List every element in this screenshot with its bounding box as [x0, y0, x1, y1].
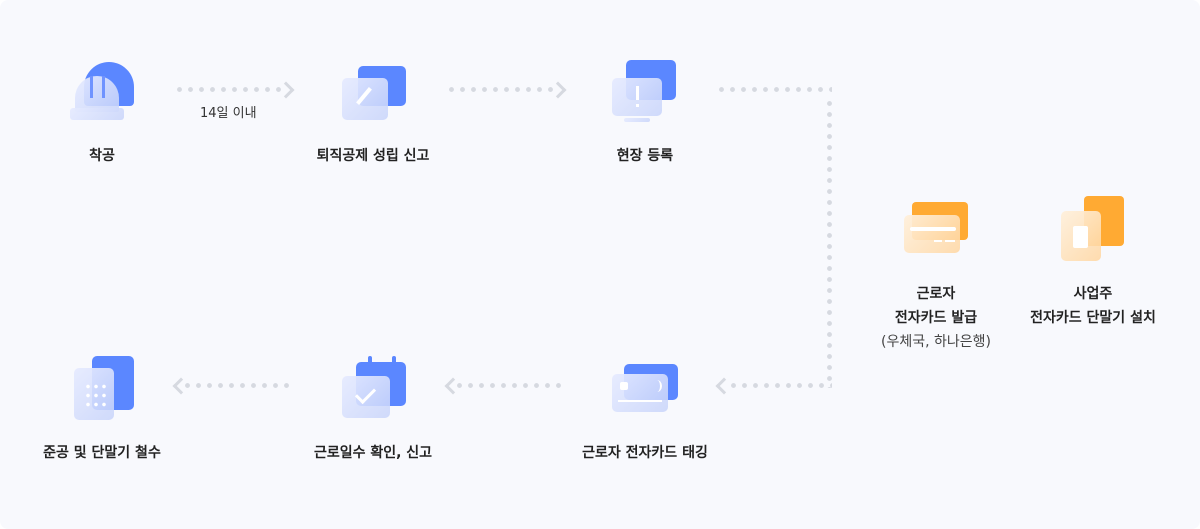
connector-dots	[728, 383, 832, 388]
chevron-left-icon	[172, 377, 190, 395]
step-label-line: 사업주	[1073, 286, 1113, 302]
step-label: 사업주 전자카드 단말기 설치	[973, 282, 1200, 330]
building-icon	[72, 356, 138, 420]
connector-dots	[182, 383, 292, 388]
step-label: 근로일수 확인, 신고	[313, 445, 433, 461]
step-label-line: 근로자	[916, 286, 956, 302]
card-icon	[904, 202, 970, 254]
connector-dots-vertical	[827, 98, 832, 388]
step-label: 현장 등록	[616, 148, 674, 164]
step-label: 근로자 전자카드 발급 (우체국, 하나은행)	[816, 282, 1056, 354]
card-tag-icon	[612, 362, 678, 414]
connector-note: 14일 이내	[200, 106, 257, 121]
step-label: 근로자 전자카드 태깅	[582, 445, 708, 461]
step-label-line: 전자카드 단말기 설치	[1030, 310, 1156, 326]
connector-dots	[446, 87, 556, 92]
terminal-icon	[1060, 196, 1126, 262]
step-label: 준공 및 단말기 철수	[43, 445, 161, 461]
monitor-alert-icon	[612, 60, 678, 124]
folder-edit-icon	[342, 62, 408, 122]
step-label: 착공	[89, 148, 115, 164]
calendar-check-icon	[342, 356, 408, 420]
connector-dots	[454, 383, 564, 388]
step-label-line: 전자카드 발급	[894, 310, 978, 326]
chevron-left-icon	[715, 377, 733, 395]
connector-dots	[716, 87, 832, 92]
step-label-note: (우체국, 하나은행)	[881, 334, 991, 350]
step-label: 퇴직공제 성립 신고	[316, 148, 430, 164]
chevron-left-icon	[444, 377, 462, 395]
helmet-icon	[70, 62, 136, 122]
connector-dots	[174, 87, 284, 92]
chevron-right-icon	[549, 81, 567, 99]
chevron-right-icon	[277, 81, 295, 99]
